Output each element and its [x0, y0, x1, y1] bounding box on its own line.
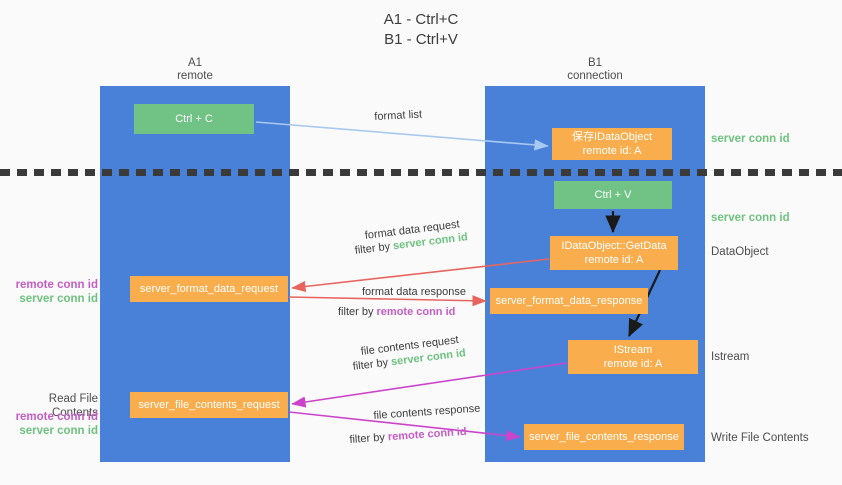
node-istream[interactable]: IStream remote id: A [568, 340, 698, 374]
node-server-format-data-response[interactable]: server_format_data_response [490, 288, 648, 314]
node-save-idataobject-sublabel: remote id: A [582, 145, 642, 157]
column-header-a1-line2: remote [177, 70, 213, 82]
right-label-istream: Istream [711, 351, 750, 363]
filter-by-text: filter by [349, 431, 389, 446]
left-label-read-file-contents: Read File Contents [48, 393, 98, 419]
node-server-format-data-response-label: server_format_data_response [495, 295, 643, 307]
left-remote-conn-id-bottom: remote conn id [15, 411, 98, 423]
node-ctrl-v[interactable]: Ctrl + V [554, 181, 672, 209]
node-ctrl-c[interactable]: Ctrl + C [134, 104, 254, 134]
remote-conn-id-key: remote conn id [376, 306, 456, 318]
right-label-server-conn-id-top: server conn id [711, 133, 790, 145]
filter-by-text: filter by [354, 240, 394, 257]
flow-label-file-contents-response: file contents response [373, 402, 481, 422]
node-ctrl-c-label: Ctrl + C [175, 113, 213, 125]
page-title: A1 - Ctrl+C B1 - Ctrl+V [383, 11, 459, 48]
node-idataobject-getdata-sublabel: remote id: A [584, 254, 644, 266]
node-server-file-contents-request[interactable]: server_file_contents_request [130, 392, 288, 418]
right-label-data-object: DataObject [711, 246, 769, 258]
column-header-b1-line2: connection [567, 70, 623, 82]
left-server-conn-id-top: server conn id [19, 293, 98, 305]
left-remote-conn-id-top: remote conn id [15, 279, 98, 291]
node-server-file-contents-request-label: server_file_contents_request [138, 399, 280, 411]
phase-separator-dashed-line [0, 169, 842, 176]
node-istream-sublabel: remote id: A [603, 358, 663, 370]
node-ctrl-v-label: Ctrl + V [594, 189, 632, 201]
remote-conn-id-key: remote conn id [387, 425, 467, 444]
node-istream-label: IStream [613, 344, 653, 356]
column-header-b1-line1: B1 [587, 57, 603, 69]
node-server-file-contents-response[interactable]: server_file_contents_response [524, 424, 684, 450]
node-server-format-data-request[interactable]: server_format_data_request [130, 276, 288, 302]
column-header-a1-line1: A1 [187, 57, 203, 69]
node-server-format-data-request-label: server_format_data_request [139, 283, 279, 295]
right-label-write-file-contents: Write File Contents [711, 432, 809, 444]
left-server-conn-id-bottom: server conn id [19, 425, 98, 437]
filter-by-text: filter by [352, 356, 392, 373]
left-label-conn-ids-bottom: remote conn id server conn id [0, 410, 98, 438]
left-label-conn-ids-top: remote conn id server conn id [0, 278, 98, 306]
flow-label-format-list: format list [374, 108, 423, 123]
node-idataobject-getdata[interactable]: IDataObject::GetData remote id: A [550, 236, 678, 270]
filter-by-text: filter by [338, 306, 377, 318]
right-label-server-conn-id-mid: server conn id [711, 212, 790, 224]
column-header-b1: B1 connection [485, 57, 705, 83]
node-save-idataobject[interactable]: 保存IDataObject remote id: A [552, 128, 672, 160]
column-header-a1: A1 remote [100, 57, 290, 83]
flow-label-file-contents-response-filter: filter by remote conn id [349, 425, 467, 448]
flow-label-format-data-response-filter: filter by remote conn id [338, 305, 455, 320]
flow-label-format-data-response: format data response [362, 286, 466, 298]
node-save-idataobject-label: 保存IDataObject [571, 131, 653, 143]
node-server-file-contents-response-label: server_file_contents_response [529, 431, 679, 443]
node-idataobject-getdata-label: IDataObject::GetData [561, 240, 667, 252]
